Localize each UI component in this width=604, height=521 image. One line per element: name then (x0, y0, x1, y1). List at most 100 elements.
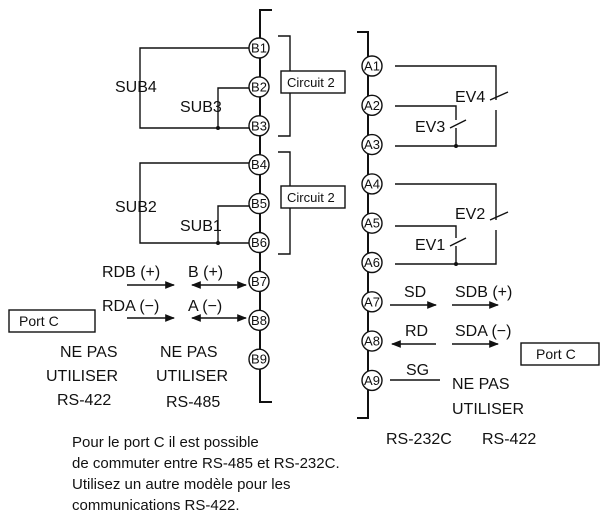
terminal-circle (361, 251, 383, 274)
terminal-b3: B3 (248, 115, 270, 137)
note-line: Utilisez un autre modèle pour les (72, 476, 291, 493)
terminal-a1: A1 (361, 55, 383, 77)
rs422-right: RS-422 (482, 431, 536, 448)
utiliser-left: UTILISER (46, 368, 118, 385)
sub4-wire (139, 47, 249, 129)
terminal-a7: A7 (361, 291, 383, 313)
label-b-plus: B (+) (188, 264, 223, 281)
terminal-a4: A4 (361, 173, 383, 195)
rs232c: RS-232C (386, 431, 452, 448)
terminal-circle (248, 153, 270, 176)
terminal-circle (361, 94, 383, 117)
terminal-a5: A5 (361, 212, 383, 234)
terminal-label: B8 (251, 313, 267, 328)
ev4-wire-top (395, 65, 497, 100)
circuit-box-top (280, 70, 346, 94)
utiliser-right: UTILISER (452, 401, 524, 418)
terminal-label: A2 (364, 98, 380, 113)
terminal-circle (248, 270, 270, 293)
label-rd: RD (405, 323, 428, 340)
note-line: de commuter entre RS-485 et RS-232C. (72, 455, 340, 472)
sub3-wire (217, 87, 249, 128)
label-sub4: SUB4 (115, 79, 157, 96)
terminal-label: B3 (251, 118, 267, 133)
terminal-circle (248, 76, 270, 98)
terminal-label: B6 (251, 235, 267, 250)
terminal-label: A1 (364, 59, 380, 74)
junction-dots (216, 126, 458, 266)
label-circuit-top: Circuit 2 (287, 75, 335, 90)
terminal-label: B1 (251, 41, 267, 56)
terminal-a8: A8 (361, 330, 383, 352)
port-c-left-box (8, 309, 96, 333)
terminal-a9: A9 (361, 369, 383, 392)
label-ev4: EV4 (455, 89, 485, 106)
utiliser-middle: UTILISER (156, 368, 228, 385)
port-c-note: Pour le port C il est possible de commut… (72, 432, 432, 516)
port-c-right-box (520, 342, 600, 366)
label-sg: SG (406, 362, 429, 379)
label-rda: RDA (−) (102, 298, 159, 315)
label-circuit-bottom: Circuit 2 (287, 190, 335, 205)
terminal-a2: A2 (361, 94, 383, 117)
terminal-a6: A6 (361, 251, 383, 274)
terminal-b7: B7 (248, 270, 270, 293)
ev3-wire-top (395, 105, 457, 120)
label-a-minus: A (−) (188, 298, 222, 315)
ne-pas-left: NE PAS (60, 344, 118, 361)
terminal-a3: A3 (361, 133, 383, 156)
ev1-switch (449, 237, 467, 247)
ne-pas-middle: NE PAS (160, 344, 218, 361)
label-sdb: SDB (+) (455, 284, 512, 301)
ev2-switch (489, 211, 509, 221)
terminal-circle (248, 231, 270, 254)
terminal-circle (361, 369, 383, 392)
terminal-label: B2 (251, 79, 267, 94)
label-ev1: EV1 (415, 237, 445, 254)
ev2-wire-top (395, 183, 497, 220)
terminal-circle (361, 173, 383, 195)
port-c-right: Port C (536, 346, 576, 362)
sub2-wire (139, 162, 249, 244)
label-rdb: RDB (+) (102, 264, 160, 281)
terminal-circle (248, 348, 270, 370)
terminal-circle (361, 291, 383, 313)
terminal-circle (248, 115, 270, 137)
rs485: RS-485 (166, 394, 220, 411)
note-line: communications RS-422. (72, 497, 240, 514)
terminal-b8: B8 (248, 309, 270, 331)
terminal-label: A8 (364, 334, 380, 349)
terminal-circle (361, 212, 383, 234)
terminal-b9: B9 (248, 348, 270, 370)
label-ev2: EV2 (455, 206, 485, 223)
circuit-box-bottom (280, 185, 346, 209)
terminal-label: A5 (364, 216, 380, 231)
terminal-circle (361, 55, 383, 77)
port-c-left: Port C (19, 313, 59, 329)
label-ev3: EV3 (415, 119, 445, 136)
ev1-wire-top (395, 225, 457, 238)
label-sd: SD (404, 284, 426, 301)
ev2-wire-bottom (395, 230, 497, 265)
label-sda: SDA (−) (455, 323, 511, 340)
rs422-left: RS-422 (57, 392, 111, 409)
terminal-label: A9 (364, 373, 380, 388)
terminal-label: B5 (251, 196, 267, 211)
ev4-switch (489, 91, 509, 101)
ev3-switch (449, 119, 467, 129)
terminal-label: A6 (364, 255, 380, 270)
label-sub1: SUB1 (180, 218, 222, 235)
terminal-label: A3 (364, 137, 380, 152)
sub1-wire (217, 205, 249, 243)
ne-pas-right: NE PAS (452, 376, 510, 393)
ev4-wire-bottom (395, 110, 497, 147)
terminal-label: A4 (364, 176, 380, 191)
terminal-circle (361, 330, 383, 352)
terminal-b4: B4 (248, 153, 270, 176)
note-line: Pour le port C il est possible (72, 434, 259, 451)
label-sub2: SUB2 (115, 199, 157, 216)
terminal-circle (361, 133, 383, 156)
